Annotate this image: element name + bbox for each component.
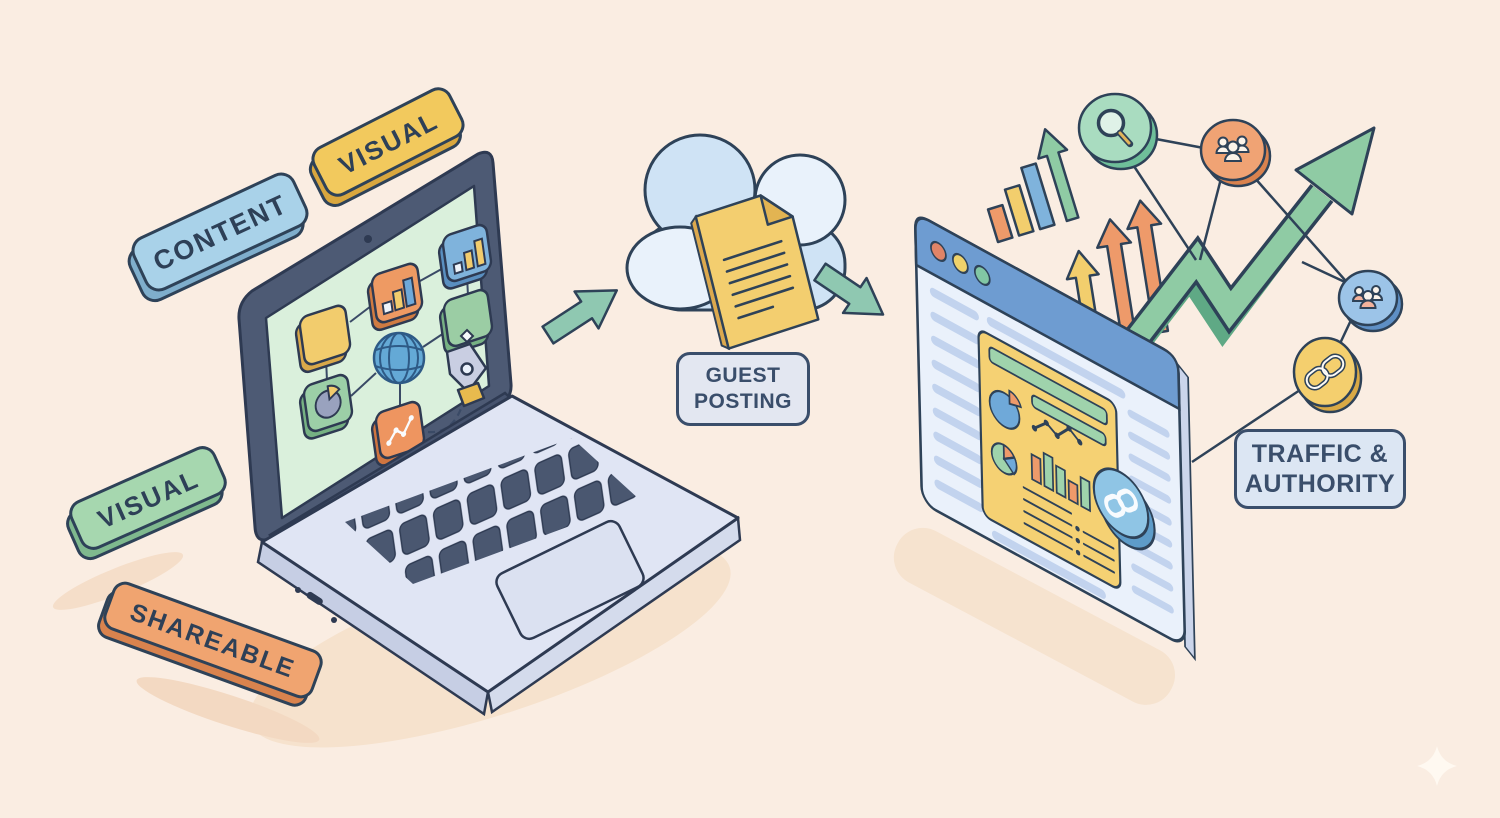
- people-coin-blue: [1337, 269, 1404, 333]
- link-chain-coin: [1092, 467, 1156, 551]
- flowchart-node-bar-chart-blue: [437, 223, 493, 290]
- guest-posting-label: GUEST POSTING: [676, 352, 810, 426]
- webcam-icon: [364, 235, 372, 243]
- pie-chart-icon: [314, 384, 342, 419]
- tag-shadow: [52, 552, 184, 610]
- growth-arrow-head: [1294, 126, 1376, 216]
- flowchart-node-bar-chart-orange: [366, 262, 424, 332]
- people-group-icon: [1215, 135, 1250, 162]
- bar-arrow-green: [1037, 128, 1080, 223]
- card-title-bar: [988, 346, 1108, 426]
- dot-green: [973, 264, 991, 286]
- bar-blue: [1020, 162, 1056, 231]
- link-chain-icon: [1104, 488, 1138, 518]
- link-chain-icon: [1304, 353, 1346, 391]
- laptop-trackpad: [495, 519, 645, 641]
- laptop-ports: [295, 587, 337, 623]
- arrow-right-icon: [813, 262, 885, 316]
- dashed-connector: [427, 405, 464, 434]
- link-coin-yellow: [1292, 336, 1363, 414]
- traffic-light-dots-icon: [930, 240, 991, 286]
- tag-face: [311, 87, 465, 197]
- bullet-dots: [1075, 525, 1081, 556]
- tag-face: [103, 581, 323, 699]
- traffic-authority-label: TRAFFIC & AUTHORITY: [1234, 429, 1406, 509]
- pie-chart-icon: [990, 442, 1018, 476]
- pie-chart-icon: [988, 389, 1023, 430]
- laptop-keyboard: [345, 438, 640, 584]
- search-magnifier-icon: [1096, 108, 1134, 148]
- globe-icon: [372, 331, 426, 385]
- growth-arrow-shaft: [1111, 186, 1331, 367]
- browser-window: [914, 216, 1196, 662]
- tag-face: [69, 446, 227, 550]
- search-coin: [1077, 92, 1159, 171]
- document-text-lines: [722, 239, 795, 320]
- rising-arrow-orange: [1096, 218, 1137, 336]
- bar-yellow: [1003, 184, 1035, 237]
- dot-yellow: [952, 252, 969, 274]
- flowchart-node-green: [438, 288, 494, 355]
- browser-shadow: [893, 527, 1176, 705]
- document-fold: [759, 194, 794, 226]
- tag-shadow: [136, 677, 320, 743]
- people-group-icon: [1351, 285, 1384, 309]
- trend-line-icon: [1031, 419, 1083, 446]
- document-icon: [690, 194, 820, 351]
- laptop-icon: [237, 150, 742, 717]
- tag-face: [131, 172, 309, 292]
- tag-visual-top: VISUAL: [308, 87, 465, 207]
- sparkle-icon: [1417, 746, 1457, 786]
- flowchart-node-yellow: [294, 304, 352, 374]
- document-page: [694, 194, 820, 350]
- bar-orange: [986, 203, 1014, 244]
- article-card: [977, 330, 1156, 589]
- card-text-lines: [1022, 486, 1116, 574]
- flowchart-node-pie-green: [298, 373, 354, 440]
- growth-arrow-icon: [1103, 126, 1376, 385]
- tag-visual-left: VISUAL: [66, 446, 227, 561]
- mini-bar-chart: [986, 128, 1080, 244]
- dot-red: [930, 240, 947, 262]
- tag-shareable: SHAREABLE: [97, 581, 323, 707]
- people-coin-orange: [1199, 118, 1272, 188]
- pen-tool-icon: [445, 328, 488, 408]
- bar-chart-icon: [1030, 451, 1091, 513]
- arrow-right-icon: [541, 289, 619, 345]
